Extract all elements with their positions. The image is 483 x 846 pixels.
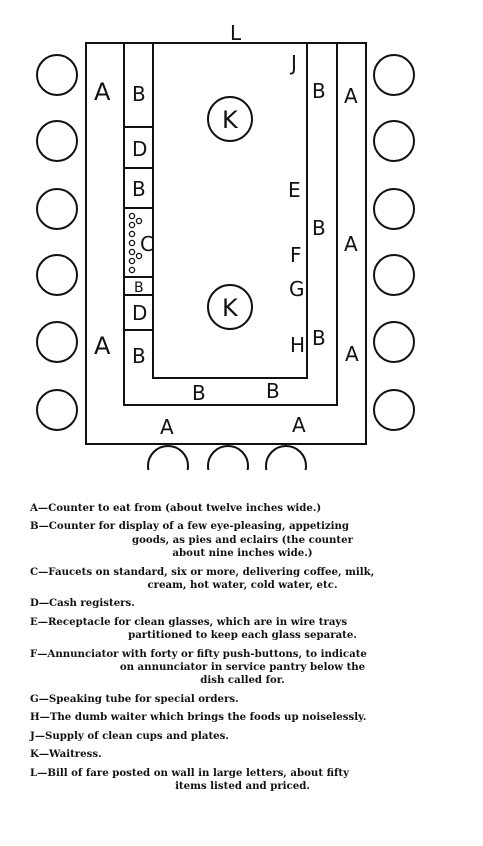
legend-item: L—Bill of fare posted on wall in large l… xyxy=(30,767,455,794)
waitress-circle-top xyxy=(207,96,253,142)
stool-right-6 xyxy=(373,389,415,431)
legend-item-text: D—Cash registers. xyxy=(30,597,135,610)
stool-left-6 xyxy=(36,389,78,431)
label-D-top: D xyxy=(132,137,147,161)
label-E: E xyxy=(288,178,301,202)
label-A-bottom-right: A xyxy=(292,413,306,437)
legend-item-text: C—Faucets on standard, six or more, deli… xyxy=(30,565,375,578)
label-B-right-bottom: B xyxy=(312,326,326,350)
label-B-bottom-left: B xyxy=(192,381,206,405)
legend-item: D—Cash registers. xyxy=(30,597,455,610)
inner-counter-outline xyxy=(123,43,338,406)
label-A-right-top: A xyxy=(344,84,358,108)
label-A-bottom-left: A xyxy=(160,415,174,439)
legend-item-continuation: about nine inches wide.) xyxy=(172,547,313,560)
stool-right-5 xyxy=(373,321,415,363)
label-D-bottom: D xyxy=(132,301,147,325)
service-area-outline xyxy=(152,43,308,379)
stool-right-1 xyxy=(373,54,415,96)
legend-item-continuation: on annunciator in service pantry below t… xyxy=(119,661,366,674)
label-A-left-bottom: A xyxy=(94,332,111,360)
outer-counter-outline xyxy=(85,42,367,445)
label-K-bottom: K xyxy=(222,294,239,322)
label-A-right-bottom: A xyxy=(345,342,359,366)
label-L: L xyxy=(230,21,242,45)
legend-item: F—Annunciator with forty or fifty push-b… xyxy=(30,648,455,688)
label-B-left-2: B xyxy=(132,177,146,201)
stool-left-4 xyxy=(36,254,78,296)
legend-item-continuation: items listed and priced. xyxy=(175,779,310,792)
legend-item-continuation: partitioned to keep each glass separate. xyxy=(128,629,357,642)
legend-item: H—The dumb waiter which brings the foods… xyxy=(30,711,455,724)
legend-item: B—Counter for display of a few eye-pleas… xyxy=(30,520,455,560)
stool-left-2 xyxy=(36,120,78,162)
legend-item-text: J—Supply of clean cups and plates. xyxy=(30,729,229,742)
label-A-left-top: A xyxy=(94,78,111,106)
label-B-bottom-right: B xyxy=(266,379,280,403)
legend-item-text: B—Counter for display of a few eye-pleas… xyxy=(30,520,350,533)
legend-item: J—Supply of clean cups and plates. xyxy=(30,730,455,743)
legend-item: E—Receptacle for clean glasses, which ar… xyxy=(30,616,455,643)
stool-left-3 xyxy=(36,188,78,230)
label-G: G xyxy=(289,277,305,301)
legend-item-continuation: cream, hot water, cold water, etc. xyxy=(147,579,338,592)
legend-item-text: A—Counter to eat from (about twelve inch… xyxy=(30,502,322,514)
label-A-right-mid: A xyxy=(344,232,358,256)
waitress-circle-bottom xyxy=(207,284,253,330)
label-B-left-bottom: B xyxy=(132,344,146,368)
stool-bottom-1 xyxy=(147,445,189,470)
stool-left-1 xyxy=(36,54,78,96)
stool-bottom-2 xyxy=(207,445,249,470)
label-H: H xyxy=(290,333,305,357)
stool-right-2 xyxy=(373,120,415,162)
label-F: F xyxy=(290,243,302,267)
stool-left-5 xyxy=(36,321,78,363)
label-B-right-top: B xyxy=(312,79,326,103)
legend-item: C—Faucets on standard, six or more, deli… xyxy=(30,566,455,593)
label-B-left-small: B xyxy=(134,280,144,296)
stool-bottom-3 xyxy=(265,445,307,470)
label-K-top: K xyxy=(222,106,239,134)
legend-item-continuation: dish called for. xyxy=(200,674,285,687)
legend-item-text: K—Waitress. xyxy=(30,748,102,761)
legend-item-text: H—The dumb waiter which brings the foods… xyxy=(30,711,367,724)
faucet-group xyxy=(128,212,143,274)
label-J: J xyxy=(289,51,297,75)
label-B-right-mid: B xyxy=(312,216,326,240)
legend-item-text: L—Bill of fare posted on wall in large l… xyxy=(30,766,349,779)
legend-item: K—Waitress. xyxy=(30,748,455,761)
legend-item-text: E—Receptacle for clean glasses, which ar… xyxy=(30,615,348,628)
counter-floor-plan: L J K K E F G H C D D A A A A A A A B B … xyxy=(36,21,415,470)
stool-right-3 xyxy=(373,188,415,230)
legend: A—Counter to eat from (about twelve inch… xyxy=(30,502,455,798)
legend-item-continuation: goods, as pies and eclairs (the counter xyxy=(132,533,353,546)
legend-item: A—Counter to eat from (about twelve inch… xyxy=(30,502,455,515)
legend-item: G—Speaking tube for special orders. xyxy=(30,693,455,706)
legend-item-text: G—Speaking tube for special orders. xyxy=(30,692,239,705)
legend-item-text: F—Annunciator with forty or fifty push-b… xyxy=(30,647,367,660)
label-C: C xyxy=(140,232,154,256)
label-B-left-top: B xyxy=(132,82,146,106)
stool-right-4 xyxy=(373,254,415,296)
